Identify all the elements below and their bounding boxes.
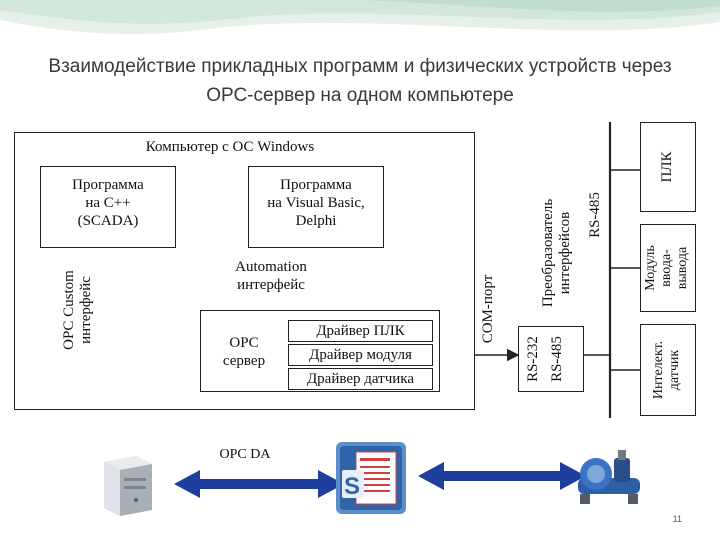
server-tower-icon [104, 456, 152, 516]
smart-sensor-box [640, 324, 696, 416]
driver-plc-box [288, 320, 433, 342]
rs485-converter-label: RS-485 [549, 336, 565, 382]
opc-custom-interface-label: OPC Custom интерфейс [61, 270, 94, 350]
program-vb-box [248, 166, 384, 248]
rs485-bus-label: RS-485 [587, 192, 603, 238]
converter-box [518, 326, 584, 392]
field-device-icon [578, 450, 640, 504]
driver-module-box [288, 344, 433, 366]
driver-sensor-box [288, 368, 433, 390]
smart-sensor-label: Интелект. датчик [651, 340, 682, 400]
header-wave-decoration [0, 0, 720, 35]
opc-da-label: OPC DA [219, 447, 271, 462]
svg-text:S: S [344, 473, 360, 500]
program-cpp-label: Программа на С++ (SCADA) [72, 177, 144, 229]
automation-interface-label: Automation интерфейс [235, 259, 307, 293]
slide-title: Взаимодействие прикладных программ и физ… [48, 56, 672, 106]
io-module-label: Модуль ввода- вывода [643, 245, 690, 291]
plc-label: ПЛК [659, 151, 675, 183]
program-vb-label: Программа на Visual Basic, Delphi [267, 177, 365, 229]
program-cpp-box [40, 166, 176, 248]
driver-sensor-label: Драйвер датчика [306, 371, 415, 387]
driver-module-label: Драйвер модуля [309, 347, 412, 363]
converter-label: Преобразователь интерфейсов [540, 198, 573, 308]
computer-label: Компьютер с ОС Windows [145, 139, 315, 155]
rs232-label: RS-232 [525, 336, 541, 382]
plc-box [640, 122, 696, 212]
device-link-arrow [418, 462, 586, 490]
io-module-box [640, 224, 696, 312]
opc-server-label: OPC сервер [222, 335, 266, 369]
com-port-label: СОМ-порт [480, 274, 496, 344]
page-number: 11 [672, 514, 682, 524]
driver-plc-label: Драйвер ПЛК [316, 323, 405, 339]
opc-da-arrow [174, 470, 344, 498]
opc-server-document-icon: S [336, 442, 406, 514]
